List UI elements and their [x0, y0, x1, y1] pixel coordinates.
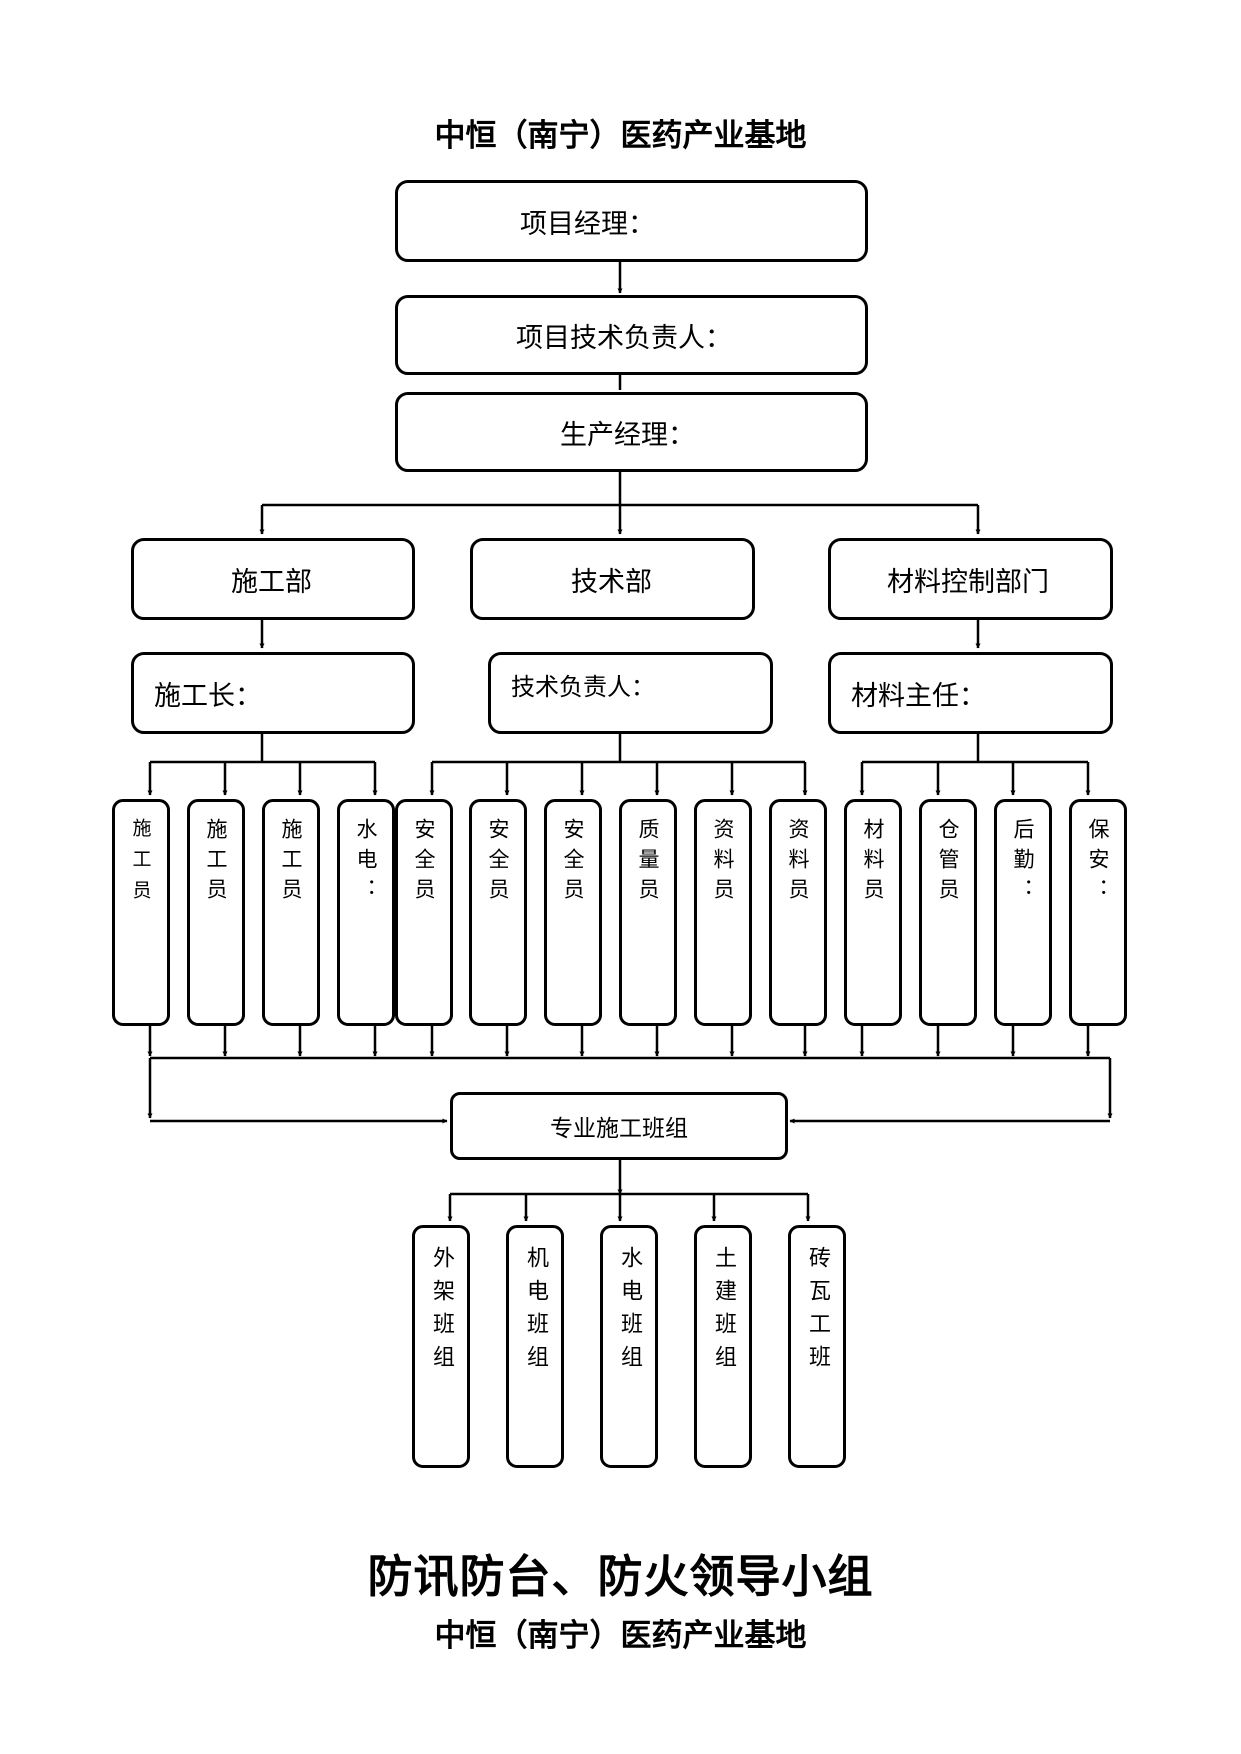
staff-construction-worker-3: 施工员 — [262, 799, 320, 1026]
project-manager-box: 项目经理： — [395, 180, 868, 262]
team-scaffolding: 外架班组 — [412, 1225, 470, 1468]
project-tech-lead-box: 项目技术负责人： — [395, 295, 868, 375]
header-title: 中恒（南宁）医药产业基地 — [434, 118, 807, 154]
staff-label: 安全员 — [412, 818, 436, 908]
staff-logistics: 后勤： — [994, 799, 1052, 1026]
construction-lead-label: 施工长： — [154, 680, 262, 712]
staff-label: 安全员 — [486, 818, 510, 908]
staff-documentation-1: 资料员 — [694, 799, 752, 1026]
team-label: 土建班组 — [711, 1246, 736, 1378]
staff-safety-officer-3: 安全员 — [544, 799, 602, 1026]
staff-label: 材料员 — [861, 818, 885, 908]
team-label: 外架班组 — [429, 1246, 454, 1378]
construction-lead-box: 施工长： — [131, 652, 415, 734]
staff-label: 施工员 — [204, 818, 228, 908]
team-label: 水电班组 — [617, 1246, 642, 1378]
footer-title: 防讯防台、防火领导小组 — [367, 1550, 874, 1603]
footer-subtitle: 中恒（南宁）医药产业基地 — [434, 1618, 807, 1654]
tech-lead-box: 技术负责人： — [488, 652, 773, 734]
staff-label: 施工员 — [279, 818, 303, 908]
staff-warehouse-keeper: 仓管员 — [919, 799, 977, 1026]
team-hub-label: 专业施工班组 — [550, 1116, 688, 1142]
staff-documentation-2: 资料员 — [769, 799, 827, 1026]
team-plumbing-electric: 水电班组 — [600, 1225, 658, 1468]
construction-dept-label: 施工部 — [231, 566, 312, 598]
team-civil-works: 土建班组 — [694, 1225, 752, 1468]
material-dept-label: 材料控制部门 — [887, 566, 1049, 598]
team-hub-box: 专业施工班组 — [450, 1092, 788, 1160]
staff-quality-officer: 质量员 — [619, 799, 677, 1026]
production-manager-label: 生产经理： — [560, 419, 695, 451]
staff-material-officer: 材料员 — [844, 799, 902, 1026]
production-manager-box: 生产经理： — [395, 392, 868, 472]
staff-label: 后勤： — [1011, 818, 1035, 908]
staff-plumbing-electric: 水电： — [337, 799, 395, 1026]
staff-security: 保安： — [1069, 799, 1127, 1026]
staff-label: 安全员 — [561, 818, 585, 908]
team-label: 砖瓦工班 — [805, 1246, 830, 1378]
staff-safety-officer-1: 安全员 — [395, 799, 453, 1026]
team-masonry: 砖瓦工班 — [788, 1225, 846, 1468]
technical-dept-box: 技术部 — [470, 538, 755, 620]
material-dept-box: 材料控制部门 — [828, 538, 1113, 620]
staff-label: 水电： — [354, 818, 378, 908]
staff-label: 资料员 — [711, 818, 735, 908]
team-label: 机电班组 — [523, 1246, 548, 1378]
tech-lead-label: 技术负责人： — [511, 673, 655, 701]
team-mechanical-electrical: 机电班组 — [506, 1225, 564, 1468]
staff-construction-worker-2: 施工员 — [187, 799, 245, 1026]
staff-label: 资料员 — [786, 818, 810, 908]
staff-safety-officer-2: 安全员 — [469, 799, 527, 1026]
staff-label: 施工员 — [129, 818, 152, 911]
staff-construction-worker-1: 施工员 — [112, 799, 170, 1026]
technical-dept-label: 技术部 — [571, 566, 652, 598]
project-tech-lead-label: 项目技术负责人： — [516, 322, 732, 354]
staff-label: 仓管员 — [936, 818, 960, 908]
project-manager-label: 项目经理： — [520, 208, 655, 240]
construction-dept-box: 施工部 — [131, 538, 415, 620]
material-lead-box: 材料主任： — [828, 652, 1113, 734]
staff-label: 质量员 — [636, 818, 660, 908]
staff-label: 保安： — [1086, 818, 1110, 908]
material-lead-label: 材料主任： — [851, 680, 986, 712]
